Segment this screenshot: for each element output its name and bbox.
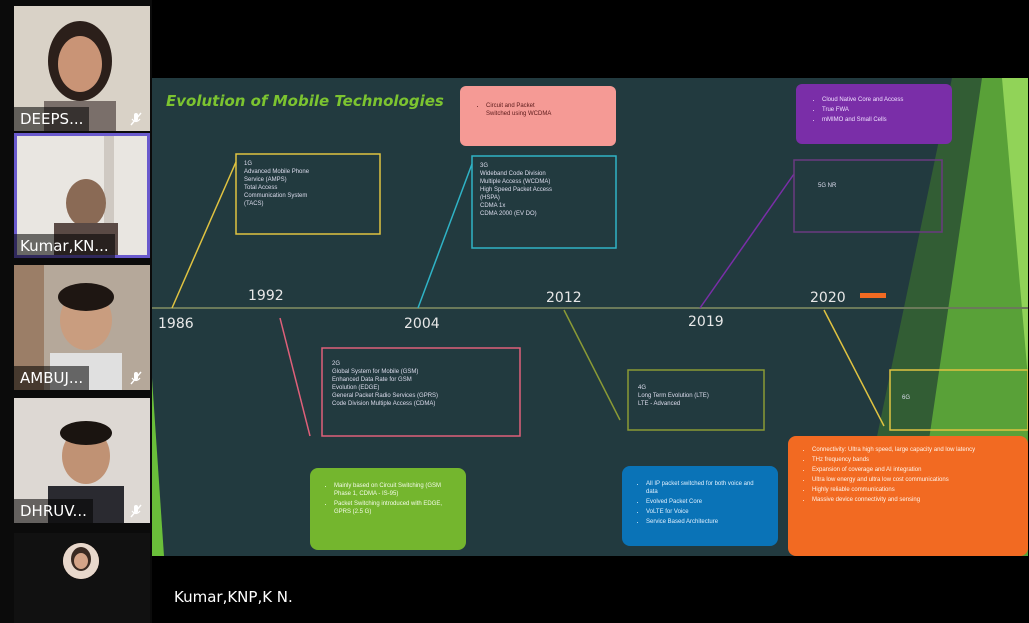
- mic-muted-icon[interactable]: [128, 503, 144, 519]
- participant-name: AMBUJ...: [14, 366, 90, 390]
- year-label: 2020: [810, 290, 846, 306]
- callout-line: Mainly based on Circuit Switching (GSM P…: [334, 482, 454, 498]
- participant-name: DEEPS...: [14, 107, 90, 131]
- box-6g: 6G: [896, 390, 1016, 406]
- callout-5g-features: Cloud Native Core and Access True FWA mM…: [806, 92, 948, 130]
- box-line: Global System for Mobile (GSM): [332, 369, 419, 375]
- callout-line: mMIMO and Small Cells: [822, 116, 942, 124]
- box-line: Communication System: [244, 193, 308, 199]
- callout-line: True FWA: [822, 106, 942, 114]
- box-line: Wideband Code Division: [480, 171, 546, 177]
- box-line: CDMA 2000 (EV DO): [480, 211, 537, 217]
- year-label: 2012: [546, 290, 582, 306]
- participant-name: Kumar,KN...: [14, 234, 115, 258]
- mic-muted-icon[interactable]: [128, 370, 144, 386]
- participant-name: DHRUV...: [14, 499, 93, 523]
- shared-screen-slide: Evolution of Mobile Technologies 1986 19…: [152, 78, 1028, 556]
- participant-tile-kumar[interactable]: Kumar,KN...: [14, 133, 150, 258]
- box-2g: 2G Global System for Mobile (GSM) Enhanc…: [326, 356, 516, 412]
- callout-line: Evolved Packet Core: [646, 498, 766, 506]
- participant-tile-deeps[interactable]: DEEPS...: [14, 6, 150, 131]
- box-3g: 3G Wideband Code Division Multiple Acces…: [474, 158, 614, 222]
- box-line: 1G: [244, 161, 253, 167]
- slide-graphics: [152, 78, 1028, 556]
- box-line: Advanced Mobile Phone: [244, 169, 310, 175]
- participant-tile-ambuj[interactable]: AMBUJ...: [14, 265, 150, 390]
- box-line: CDMA 1x: [480, 203, 506, 209]
- callout-line: Connectivity: Ultra high speed, large ca…: [812, 446, 1018, 454]
- self-view-tile[interactable]: [14, 533, 150, 623]
- box-line: 3G: [480, 163, 489, 169]
- callout-line: Cloud Native Core and Access: [822, 96, 942, 104]
- callout-line: Ultra low energy and ultra low cost comm…: [812, 476, 1018, 484]
- box-line: Code Division Multiple Access (CDMA): [332, 401, 436, 407]
- box-line: 4G: [638, 385, 647, 391]
- box-line: Service (AMPS): [244, 177, 287, 183]
- callout-line: THz frequency bands: [812, 456, 1018, 464]
- box-1g: 1G Advanced Mobile Phone Service (AMPS) …: [238, 156, 378, 212]
- callout-6g-features: Connectivity: Ultra high speed, large ca…: [796, 442, 1024, 510]
- participant-tile-dhruv[interactable]: DHRUV...: [14, 398, 150, 523]
- callout-4g-ip: All IP packet switched for both voice an…: [630, 476, 772, 532]
- callout-line: All IP packet switched for both voice an…: [646, 480, 766, 496]
- callout-line: Massive device connectivity and sensing: [812, 496, 1018, 504]
- callout-line: Switched using WCDMA: [486, 111, 552, 117]
- year-label: 1992: [248, 288, 284, 304]
- year-label: 2019: [688, 314, 724, 330]
- box-4g: 4G Long Term Evolution (LTE) LTE - Advan…: [632, 380, 762, 412]
- slide-title: Evolution of Mobile Technologies: [166, 92, 444, 110]
- active-speaker-name: Kumar,KNP,K N.: [174, 588, 293, 606]
- mic-muted-icon[interactable]: [128, 111, 144, 127]
- box-line: Evolution (EDGE): [332, 385, 380, 391]
- box-line: (TACS): [244, 201, 264, 207]
- box-5g-nr: 5G NR: [812, 178, 932, 194]
- box-line: General Packet Radio Services (GPRS): [332, 393, 439, 399]
- callout-line: Expansion of coverage and AI integration: [812, 466, 1018, 474]
- box-line: LTE - Advanced: [638, 401, 681, 407]
- box-line: Enhanced Data Rate for GSM: [332, 377, 412, 383]
- callout-2g-switching: Mainly based on Circuit Switching (GSM P…: [318, 478, 460, 522]
- callout-line: Circuit and Packet: [486, 103, 535, 109]
- year-label: 1986: [158, 316, 194, 332]
- callout-line: Highly reliable communications: [812, 486, 1018, 494]
- callout-line: VoLTE for Voice: [646, 508, 766, 516]
- box-line: (HSPA): [480, 195, 500, 201]
- avatar: [63, 543, 99, 579]
- callout-line: Packet Switching introduced with EDGE, G…: [334, 500, 454, 516]
- box-line: Total Access: [244, 185, 278, 191]
- box-line: 5G NR: [818, 183, 837, 189]
- year-label: 2004: [404, 316, 440, 332]
- callout-line: Service Based Architecture: [646, 518, 766, 526]
- box-line: Multiple Access (WCDMA): [480, 179, 551, 185]
- box-line: Long Term Evolution (LTE): [638, 393, 709, 399]
- box-line: 6G: [902, 395, 911, 401]
- participants-sidebar: DEEPS... Kumar,KN... AMBUJ...: [0, 0, 152, 623]
- box-line: 2G: [332, 361, 341, 367]
- box-line: High Speed Packet Access: [480, 187, 553, 193]
